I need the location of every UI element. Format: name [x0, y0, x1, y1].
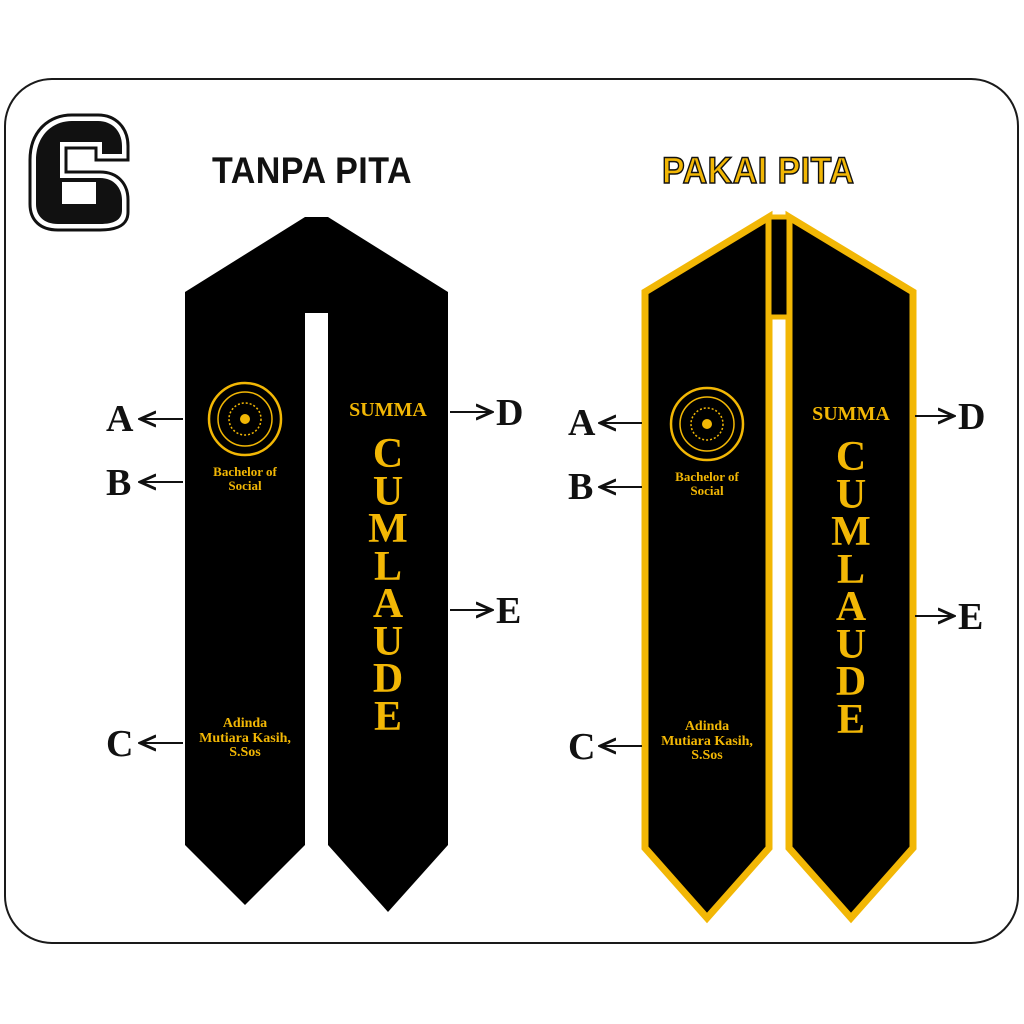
label-b: B: [106, 462, 132, 504]
number-badge-icon: [28, 113, 130, 232]
cumlaude-vertical: C U M L A U D E: [328, 431, 448, 740]
cumlaude-letter: M: [831, 509, 871, 555]
graduate-name: Adinda Mutiara Kasih, S.Sos: [647, 719, 767, 764]
summa-text: SUMMA: [349, 399, 427, 421]
cumlaude-letter: A: [372, 581, 404, 627]
name-line: S.Sos: [691, 748, 723, 764]
stole-tanpa-pita: [185, 217, 448, 912]
name-line: S.Sos: [229, 745, 261, 761]
cumlaude-letter: U: [835, 471, 867, 518]
cumlaude-vertical: C U M L A U D E: [791, 434, 911, 743]
degree-line: Social: [228, 477, 262, 493]
cumlaude-letter: D: [835, 659, 867, 705]
label-a: A: [568, 402, 596, 444]
name-line: Adinda: [222, 716, 268, 731]
cumlaude-letter: A: [835, 584, 867, 630]
degree-text: Bachelor of Social: [647, 470, 767, 497]
cumlaude-letter: L: [373, 543, 402, 590]
label-c: C: [106, 723, 134, 765]
label-c: C: [568, 726, 596, 768]
label-d: D: [496, 392, 524, 434]
label-b: B: [568, 466, 594, 508]
degree-line: Bachelor of: [213, 464, 277, 479]
university-seal-icon: [207, 381, 283, 457]
cumlaude-letter: U: [835, 621, 867, 668]
cumlaude-letter: D: [372, 656, 404, 702]
label-d: D: [958, 396, 986, 438]
name-line: Adinda: [684, 719, 730, 734]
cumlaude-letter: E: [836, 696, 865, 743]
degree-text: Bachelor of Social: [185, 465, 305, 492]
label-a: A: [106, 398, 134, 440]
degree-line: Bachelor of: [675, 469, 739, 484]
summa-text: SUMMA: [812, 403, 890, 425]
university-seal-icon: [669, 386, 745, 462]
heading-tanpa-pita: TANPA PITA: [212, 150, 412, 191]
label-e: E: [496, 590, 522, 632]
cumlaude-letter: E: [373, 693, 402, 740]
stole-pakai-pita: [641, 210, 917, 924]
cumlaude-letter: C: [372, 431, 404, 477]
name-line: Mutiara Kasih,: [199, 730, 291, 746]
cumlaude-letter: L: [836, 546, 865, 593]
cumlaude-letter: U: [372, 468, 404, 515]
cumlaude-letter: U: [372, 618, 404, 665]
label-e: E: [958, 596, 984, 638]
callout-arrows-left: [140, 412, 492, 743]
degree-line: Social: [690, 482, 724, 498]
name-line: Mutiara Kasih,: [661, 733, 753, 749]
heading-pakai-pita: PAKAI PITA: [661, 149, 855, 192]
graduate-name: Adinda Mutiara Kasih, S.Sos: [185, 716, 305, 761]
cumlaude-letter: M: [368, 506, 408, 552]
cumlaude-letter: C: [835, 434, 867, 480]
callout-arrows-right: [600, 416, 954, 746]
